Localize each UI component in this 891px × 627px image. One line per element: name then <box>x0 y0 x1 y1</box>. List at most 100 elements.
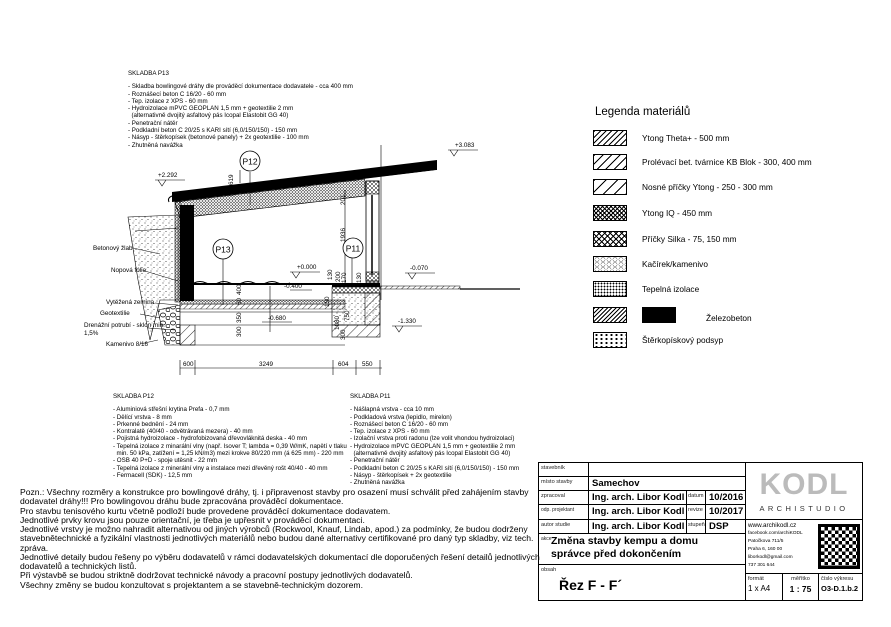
label-obsah: obsah <box>541 567 557 573</box>
legend-label: Prolévací bet. tvárnice KB Blok - 300, 4… <box>642 157 812 167</box>
wall-reinforced-concrete <box>180 205 194 301</box>
dimension-label: 750 <box>344 310 351 321</box>
spec-item: min. 50 kPa, zatížení = 1,25 kN/m3) mezi… <box>113 450 344 458</box>
label-revize: revize <box>687 505 706 520</box>
spec-p13: SKLADBA P13 - Skladba bowlingové dráhy d… <box>128 70 353 149</box>
level-label: -1.330 <box>398 318 416 325</box>
legend-item: Ytong IQ - 450 mm <box>593 205 712 221</box>
spec-p12: SKLADBA P12 - Aluminiová střešní krytina… <box>113 393 347 479</box>
label-drain-slope: 1,5% <box>84 330 99 337</box>
spec-item: - Penetrační nátěr <box>350 457 400 465</box>
dimension-label: 201 <box>340 194 347 205</box>
dimension-label: 550 <box>362 361 373 368</box>
spec-item: - Podkladová vrstva (lepidlo, mirelon) <box>350 413 452 421</box>
tag-p13: P13 <box>215 245 230 255</box>
dimension-label: 3249 <box>259 361 274 368</box>
stones-swatch-icon <box>593 256 627 272</box>
gravel-swatch-icon <box>593 332 627 348</box>
value-obsah: Řez F - F´ <box>559 577 622 593</box>
legend-label: Kačírek/kamenivo <box>642 259 708 269</box>
label-drain-pipe: Drenážní potrubí - sklon min. <box>84 322 165 329</box>
spec-item: (alternativně dvojitý asfaltový pás Icop… <box>128 112 289 120</box>
dimension-label: 1080 <box>334 315 341 330</box>
legend-item: Železobeton <box>593 307 752 323</box>
note: Všechny změny se budou konzultovat s pro… <box>20 579 363 590</box>
legend-item: Ytong Theta+ - 500 mm <box>593 130 729 146</box>
value-meritko: 1 : 75 <box>789 584 812 594</box>
spec-item: - Kontralatě (40/40 - odvětrávaná mezera… <box>113 428 253 436</box>
spec-item: - Aluminiová střešní krytina Prefa - 0,7… <box>113 406 230 414</box>
legend-item: Štěrkopískový podsyp <box>593 332 723 348</box>
value-format: 1 x A4 <box>748 584 771 593</box>
spec-item: - Izolační vrstva proti radonu (lze voli… <box>350 435 515 443</box>
hatch-swatch-icon <box>593 154 627 170</box>
note: Jednotlivé vrstvy je možno nahradit alte… <box>20 524 534 553</box>
spec-item: - Roznášecí beton C 16/20 - 60 mm <box>350 420 449 428</box>
spec-item: (alternativně dvojitý asfaltový pás Icop… <box>350 450 511 458</box>
ground-right <box>379 285 520 290</box>
value-misto: Samechov <box>589 477 746 491</box>
spec-p11: SKLADBA P11 - Nášlapná vrstva - cca 10 m… <box>350 393 519 487</box>
dimension-label: 130 <box>327 269 334 280</box>
label-odp: odp. projektant <box>539 505 589 520</box>
dimension-label: 200 <box>335 271 342 282</box>
label-misto: místo stavby <box>539 477 589 491</box>
level-markers <box>155 149 478 333</box>
label-concrete-gutter: Betonový žlab <box>93 245 133 252</box>
hatch-swatch-icon <box>593 307 627 323</box>
value-stupen: DSP <box>706 520 746 534</box>
value-revize: 10/2017 <box>706 505 746 520</box>
contact-facebook[interactable]: facebook.com/archiKODL <box>748 530 803 536</box>
label-meritko: měřítko <box>791 576 810 582</box>
dimension-lines <box>179 170 382 375</box>
label-cislo: číslo výkresu <box>821 576 854 582</box>
legend-label: Příčky Silka - 75, 150 mm <box>642 234 737 244</box>
dimension-label: 350 <box>236 312 243 323</box>
leader-lines <box>132 247 179 345</box>
dimension-label: 400 <box>236 284 243 295</box>
tag-p12: P12 <box>242 157 257 167</box>
legend-label: Železobeton <box>706 313 752 323</box>
dimension-label: 1936 <box>340 227 347 242</box>
legend-title: Legenda materiálů <box>595 106 691 118</box>
label-excavated-soil: Vytěžená zemina <box>106 299 155 306</box>
value-stavebnik <box>589 463 746 477</box>
spec-item: - Podkladní beton C 20/25 s KARI sítí (6… <box>350 464 520 472</box>
format-cell: formát 1 x A4 <box>746 574 783 600</box>
scale-cell: měřítko 1 : 75 <box>783 574 819 600</box>
floor-layers <box>179 281 346 346</box>
hatch-swatch-icon <box>593 130 627 146</box>
level-label: +0.000 <box>297 264 317 271</box>
akce-cell: akce Změna stavby kempu a domu správce p… <box>539 534 746 565</box>
fill-slope <box>127 214 181 346</box>
spec-item: - Skladba bowlingové dráhy dle prováděcí… <box>128 83 353 91</box>
label-datum: datum <box>687 491 706 505</box>
legend-item: Prolévací bet. tvárnice KB Blok - 300, 4… <box>593 154 812 170</box>
spec-item: - Fermacell (SDK) - 12,5 mm <box>113 471 193 479</box>
contact-email[interactable]: liborkodl@gmail.com <box>748 554 793 560</box>
materials-legend: Legenda materiálů Ytong Theta+ - 500 mm … <box>593 106 812 348</box>
note: Pozn.: Všechny rozměry a konstrukce pro … <box>20 487 529 507</box>
value-akce-1: Změna stavby kempu a domu <box>551 535 699 547</box>
notes: Pozn.: Všechny rozměry a konstrukce pro … <box>20 487 540 590</box>
contact-web[interactable]: www.archikodl.cz <box>748 522 797 529</box>
label-zpracoval: zpracoval <box>539 491 589 505</box>
contact-street: Patočkova 711/5 <box>748 538 784 544</box>
window-wall <box>365 145 382 300</box>
spec-p12-title: SKLADBA P12 <box>113 393 154 400</box>
legend-item: Příčky Silka - 75, 150 mm <box>593 231 737 247</box>
legend-label: Štěrkopískový podsyp <box>642 335 724 345</box>
legend-label: Nosné příčky Ytong - 250 - 300 mm <box>642 182 773 192</box>
spec-item: - Penetrační nátěr <box>128 119 178 127</box>
insulation-swatch-icon <box>593 281 627 297</box>
level-label: +2.292 <box>158 172 178 179</box>
obsah-cell: obsah Řez F - F´ <box>539 565 746 600</box>
logo: KODL ARCHISTUDIO <box>746 463 862 520</box>
qr-code-icon <box>818 524 860 569</box>
contact-city: Praha 6, 160 00 <box>748 546 783 552</box>
logo-subtitle: ARCHISTUDIO <box>759 504 849 513</box>
legend-item: Tepelná izolace <box>593 281 699 297</box>
legend-label: Ytong IQ - 450 mm <box>642 208 713 218</box>
dimension-label: 300 <box>236 326 243 337</box>
spec-item: - Zhutněná navážka <box>350 479 405 487</box>
